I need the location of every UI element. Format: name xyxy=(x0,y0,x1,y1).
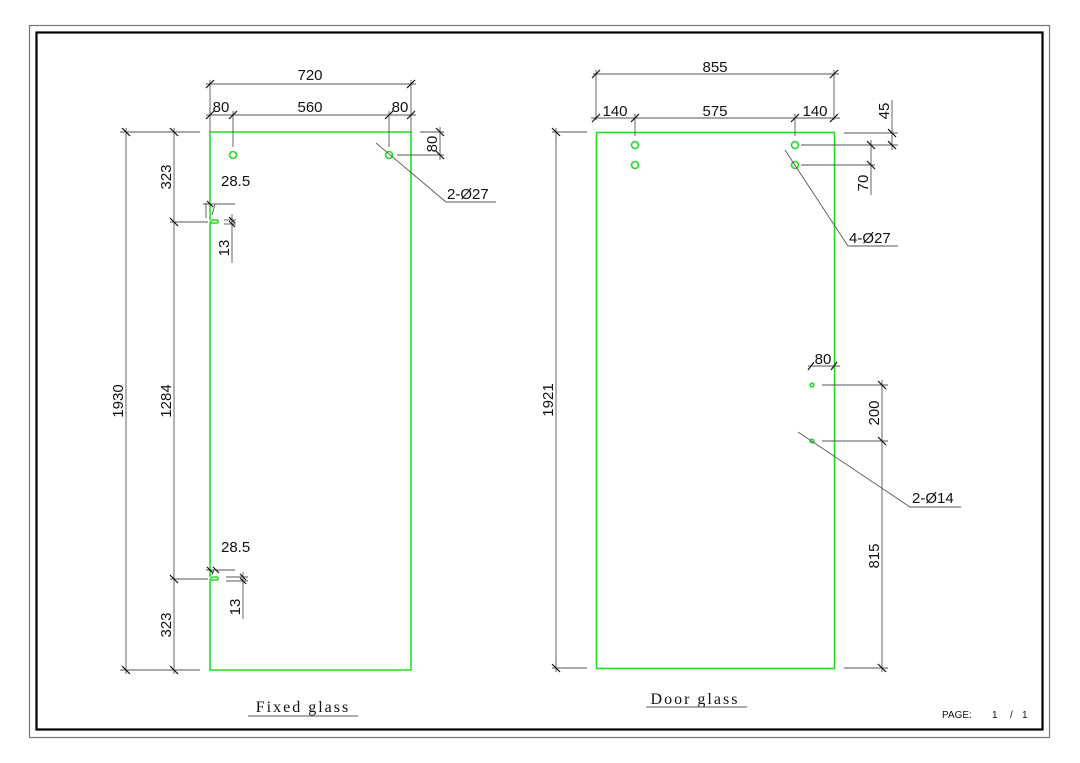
door-dim-handle-from-bottom: 815 xyxy=(866,543,883,568)
fixed-dim-overall-width: 720 xyxy=(297,67,322,84)
fixed-dim-middle-distance: 1284 xyxy=(158,384,175,417)
door-glass-drawing: 855 140 575 140 45 70 4-Ø27 xyxy=(540,59,961,708)
page-label: PAGE: xyxy=(942,710,972,721)
door-hole-top-right-1 xyxy=(790,140,800,150)
door-dim-hole-from-top: 45 xyxy=(876,103,893,120)
door-handle-hole-1 xyxy=(809,382,815,388)
fixed-dim-right-offset: 80 xyxy=(392,99,409,116)
fixed-dim-overall-height: 1930 xyxy=(110,384,127,417)
fixed-dim-top-notch-width: 13 xyxy=(216,240,233,257)
fixed-dim-left-offset: 80 xyxy=(213,99,230,116)
page-indicator: PAGE: 1 / 1 xyxy=(942,710,1028,721)
fixed-glass-drawing: 720 80 560 80 80 2-Ø27 1930 xyxy=(110,67,496,717)
door-callout-handle-holes: 2-Ø14 xyxy=(912,490,954,507)
outer-frame xyxy=(28,24,1051,739)
door-hole-top-right-2 xyxy=(790,160,800,170)
door-callout-holes: 4-Ø27 xyxy=(849,230,891,247)
door-dim-handle-spacing: 200 xyxy=(866,400,883,425)
fixed-dim-top-notch-distance: 323 xyxy=(158,164,175,189)
door-dim-hole-vertical-spacing: 70 xyxy=(855,175,872,192)
fixed-dim-hole-spacing: 560 xyxy=(297,99,322,116)
fixed-dim-bottom-notch-distance: 323 xyxy=(158,612,175,637)
fixed-hole-left xyxy=(228,150,238,160)
door-glass-title: Door glass xyxy=(651,691,740,708)
door-dim-right-offset: 140 xyxy=(802,103,827,120)
door-handle-hole-2 xyxy=(809,438,815,444)
page-total: 1 xyxy=(1022,710,1028,721)
page-separator: / xyxy=(1010,710,1013,721)
fixed-dim-top-notch-depth: 28.5 xyxy=(221,173,250,190)
fixed-dim-hole-from-top: 80 xyxy=(424,136,441,153)
fixed-dim-bottom-notch-width: 13 xyxy=(227,599,244,616)
fixed-callout-holes: 2-Ø27 xyxy=(447,186,489,203)
door-hole-top-left-2 xyxy=(630,160,640,170)
door-glass-outline xyxy=(595,131,836,670)
fixed-hole-right xyxy=(384,150,394,160)
fixed-glass-title: Fixed glass xyxy=(256,699,350,716)
fixed-glass-outline xyxy=(209,131,412,671)
door-hole-top-left-1 xyxy=(630,140,640,150)
door-dim-overall-width: 855 xyxy=(702,59,727,76)
door-dim-handle-offset: 80 xyxy=(815,351,832,368)
door-dim-overall-height: 1921 xyxy=(540,383,557,416)
fixed-dim-bottom-notch-depth: 28.5 xyxy=(221,539,250,556)
door-dim-left-offset: 140 xyxy=(602,103,627,120)
page-current: 1 xyxy=(992,710,998,721)
door-dim-hole-spacing: 575 xyxy=(702,103,727,120)
inner-frame xyxy=(35,31,1044,731)
